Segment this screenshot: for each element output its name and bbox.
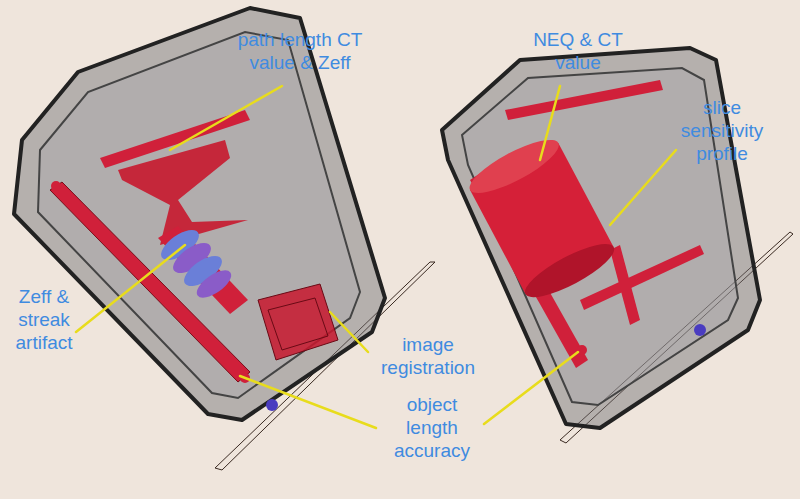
callout-label: slice sensitivity profile — [672, 96, 772, 166]
callout-label: NEQ & CT value — [523, 28, 633, 74]
callout-label: object length accuracy — [386, 393, 478, 463]
callout-label: image registration — [371, 333, 486, 379]
leader-line — [76, 86, 676, 428]
callout-label: path length CT value & Zeff — [225, 28, 375, 74]
callout-label: Zeff & streak artifact — [4, 285, 84, 355]
left-phantom — [14, 8, 385, 420]
